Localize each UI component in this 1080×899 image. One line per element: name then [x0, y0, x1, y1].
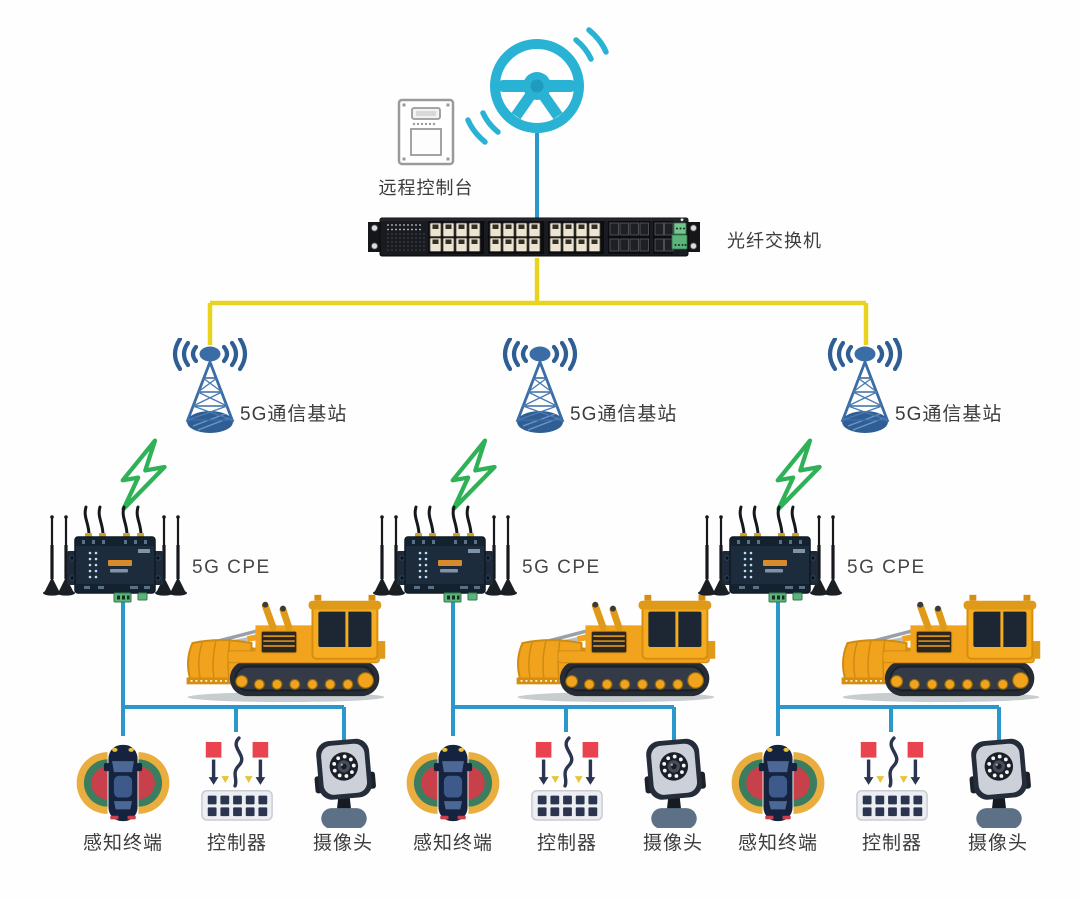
controller-icon	[198, 736, 276, 826]
perception-terminal-icon	[403, 740, 503, 826]
perception-terminal-icon	[73, 740, 173, 826]
camera-label: 摄像头	[642, 833, 704, 854]
controller-icon	[528, 736, 606, 826]
cpe-router-icon	[370, 503, 520, 615]
base-station-label: 5G通信基站	[240, 404, 348, 425]
controller-label: 控制器	[861, 833, 923, 854]
machine-group-3: 5G通信基站 5G CPE 感知终端 控制器 摄像头	[655, 0, 1080, 899]
camera-icon	[966, 738, 1032, 828]
base-station-label: 5G通信基站	[570, 404, 678, 425]
console-label: 远程控制台	[378, 178, 474, 198]
machine-group-1: 5G通信基站 5G CPE 感知终端 控制器 摄像头	[0, 0, 430, 899]
terminal-label: 感知终端	[412, 833, 494, 854]
cpe-router-icon	[40, 503, 190, 615]
terminal-label: 感知终端	[82, 833, 164, 854]
base-station-label: 5G通信基站	[895, 404, 1003, 425]
camera-label: 摄像头	[967, 833, 1029, 854]
controller-label: 控制器	[536, 833, 598, 854]
cpe-label: 5G CPE	[192, 557, 271, 578]
controller-icon	[853, 736, 931, 826]
perception-terminal-icon	[728, 740, 828, 826]
bulldozer-icon	[827, 586, 1045, 704]
cpe-router-icon	[695, 503, 845, 615]
cpe-label: 5G CPE	[522, 557, 601, 578]
machine-group-2: 5G通信基站 5G CPE 感知终端 控制器 摄像头	[330, 0, 760, 899]
cpe-label: 5G CPE	[847, 557, 926, 578]
terminal-label: 感知终端	[737, 833, 819, 854]
controller-label: 控制器	[206, 833, 268, 854]
camera-label: 摄像头	[312, 833, 374, 854]
switch-label: 光纤交换机	[727, 231, 822, 251]
